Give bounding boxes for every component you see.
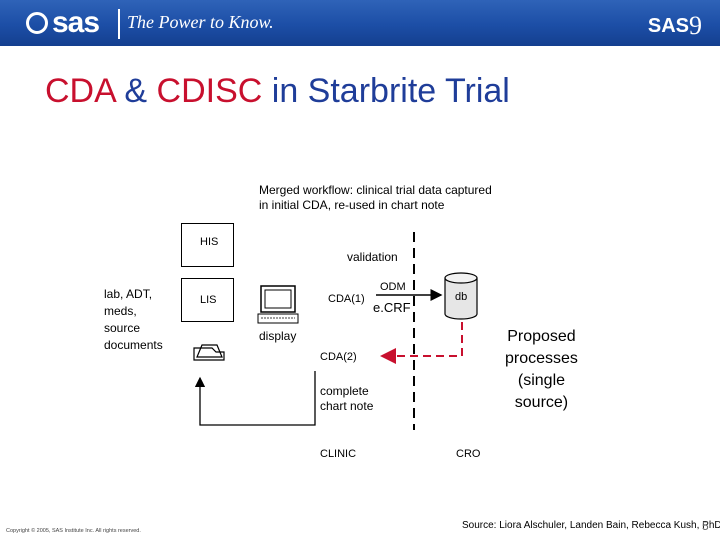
sas9-mark: SAS9 [648,11,702,41]
diagram-caption: Merged workflow: clinical trial data cap… [259,183,492,213]
caption-line-1: Merged workflow: clinical trial data cap… [259,183,492,197]
source-line-2: meds, [104,304,137,318]
display-label: display [259,329,297,343]
header-tagline: The Power to Know. [127,12,274,32]
sas-logo: sas [26,6,100,40]
proposed-line-1: Proposed [507,328,576,345]
complete-line-2: chart note [320,399,374,413]
db-label: db [455,291,468,303]
clinic-label: CLINIC [320,448,357,460]
proposed-line-4: source) [514,394,569,411]
header-divider [118,9,120,39]
red-dashed-return-arrow [380,322,463,364]
cda2-label: CDA(2) [320,351,357,363]
source-line-3: source [104,321,141,335]
sas9-mark-number: 9 [689,11,702,40]
his-box: HIS [181,223,234,267]
ecrf-label: e.CRF [373,300,411,315]
document-icon [193,344,225,361]
source-line-1: lab, ADT, [104,287,153,301]
source-citation: Source: Liora Alschuler, Landen Bain, Re… [462,520,720,531]
cro-label: CRO [456,448,481,460]
title-cdisc: CDISC [156,72,263,110]
odm-label: ODM [380,281,406,293]
computer-icon [257,285,299,324]
lis-label: LIS [200,294,217,306]
slide-title: CDA & CDISC in Starbrite Trial [45,72,510,111]
title-rest: in Starbrite Trial [271,72,510,110]
source-documents-label: lab, ADT, meds, source documents [104,286,163,354]
proposed-line-2: processes [505,350,578,367]
caption-line-2: in initial CDA, re-used in chart note [259,198,445,212]
title-cda: CDA [45,72,115,110]
his-label: HIS [200,236,219,248]
database-icon [444,272,478,320]
header-banner: sas The Power to Know. SAS9 [0,0,720,46]
complete-chart-note-label: complete chart note [320,384,373,414]
cda1-label: CDA(1) [328,293,365,305]
sas9-mark-text: SAS [647,15,689,37]
source-line-4: documents [104,338,163,352]
page-number: 5 [702,519,709,533]
chart-note-loop-arrow [194,371,316,426]
validation-label: validation [347,250,398,264]
complete-line-1: complete [320,384,369,398]
lis-box: LIS [181,278,234,322]
proposed-processes-label: Proposed processes (single source) [505,326,578,414]
proposed-line-3: (single [517,372,566,389]
copyright-notice: Copyright © 2005, SAS Institute Inc. All… [6,528,141,534]
sas-logo-icon [26,12,48,34]
title-ampersand: & [124,72,148,110]
sas-logo-text: sas [52,6,100,39]
